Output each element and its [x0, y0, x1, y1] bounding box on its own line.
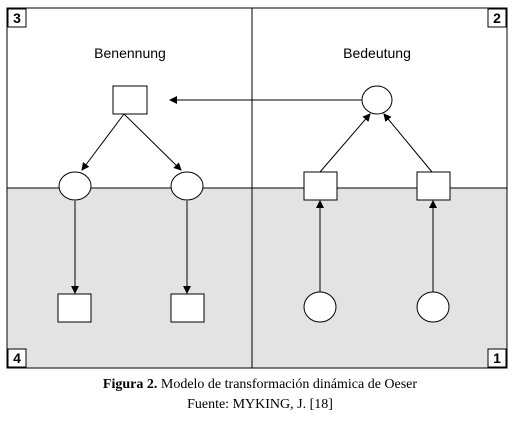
right-upper-square-node — [416, 171, 451, 201]
arrow-left-square-to-top-circle — [319, 113, 371, 173]
benennung-square-node — [112, 85, 148, 115]
right-lower-square-node — [170, 293, 205, 323]
upper-half-background — [7, 8, 507, 188]
heading-benennung: Benennung — [94, 45, 166, 61]
svg-text:2: 2 — [493, 10, 501, 26]
heading-bedeutung: Bedeutung — [343, 45, 411, 61]
arrow-right-square-to-top-circle — [383, 113, 433, 173]
left-lower-square-node — [57, 293, 92, 323]
quadrant-3-marker: 3 — [7, 8, 27, 28]
svg-text:4: 4 — [13, 350, 21, 366]
quadrant-2-marker: 2 — [487, 8, 507, 28]
left-bottom-circle-node — [303, 291, 337, 323]
figure-label: Figura 2. — [102, 377, 158, 392]
left-upper-square-node — [303, 171, 338, 201]
arrow-benennung-to-left-circle — [81, 113, 125, 171]
lower-half-background — [7, 188, 507, 368]
figure-caption: Figura 2. Modelo de transformación dinám… — [0, 377, 520, 393]
figure-source: Fuente: MYKING, J. [18] — [187, 397, 333, 412]
arrow-benennung-to-right-circle — [123, 113, 182, 171]
bedeutung-circle-node — [361, 85, 393, 115]
svg-text:1: 1 — [493, 350, 501, 366]
left-circle-node — [58, 171, 92, 201]
figure-title: Modelo de transformación dinámica de Oes… — [160, 377, 418, 392]
svg-text:3: 3 — [13, 10, 21, 26]
right-bottom-circle-node — [416, 291, 450, 323]
quadrant-1-marker: 1 — [487, 348, 507, 368]
oeser-transformation-diagram: 3 2 4 1 Benennung Bedeutung — [6, 7, 508, 369]
quadrant-4-marker: 4 — [7, 348, 27, 368]
right-circle-node — [170, 171, 204, 201]
